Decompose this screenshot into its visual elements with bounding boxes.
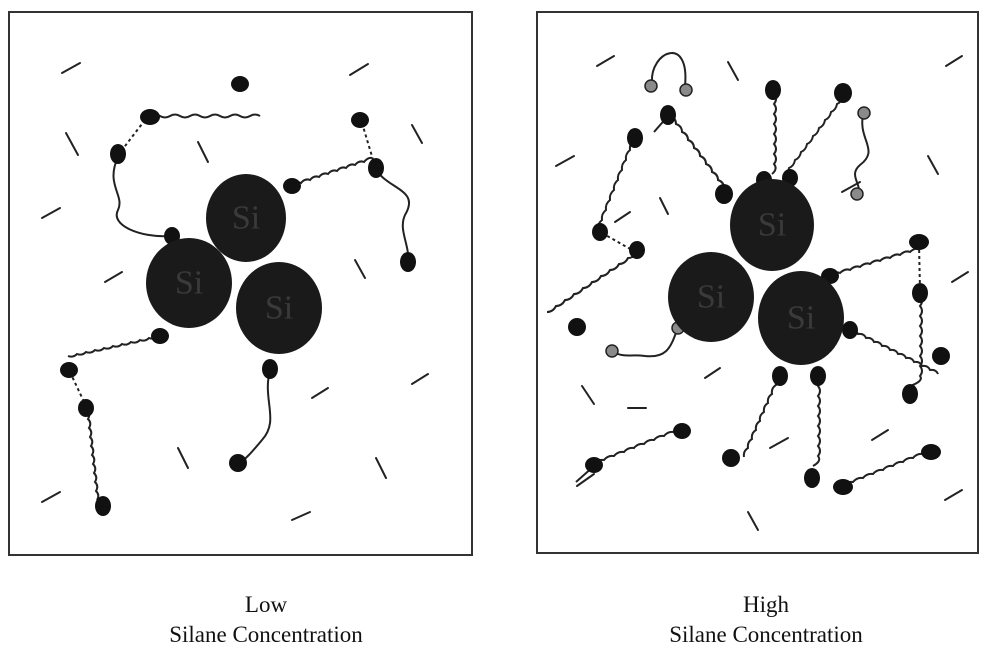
panel-high-frame bbox=[536, 11, 979, 554]
silica-particles: Si Si Si bbox=[146, 174, 322, 354]
silica-particle: Si bbox=[236, 262, 322, 354]
caption-low-line1: Low bbox=[244, 592, 288, 617]
silica-particle: Si bbox=[146, 238, 232, 328]
caption-high-line2: Silane Concentration bbox=[669, 622, 863, 647]
silane-chains bbox=[67, 113, 411, 501]
chain-heads bbox=[568, 80, 950, 495]
particle-label: Si bbox=[758, 207, 786, 244]
panel-high: Si Si Si bbox=[536, 11, 979, 554]
particle-label: Si bbox=[175, 265, 203, 302]
solvent-molecules bbox=[41, 62, 429, 521]
caption-low: Low Silane Concentration bbox=[116, 590, 416, 650]
particle-label: Si bbox=[787, 300, 815, 337]
panel-low: Si Si Si bbox=[8, 11, 473, 556]
particle-label: Si bbox=[265, 290, 293, 327]
silica-particle: Si bbox=[758, 271, 844, 365]
silica-particle: Si bbox=[730, 179, 814, 271]
particle-label: Si bbox=[232, 200, 260, 237]
silica-particles: Si Si Si bbox=[668, 179, 844, 365]
caption-high: High Silane Concentration bbox=[616, 590, 916, 650]
chain-heads bbox=[60, 76, 416, 516]
caption-low-line2: Silane Concentration bbox=[169, 622, 363, 647]
silica-particle: Si bbox=[668, 252, 754, 342]
panel-low-frame bbox=[8, 11, 473, 556]
particle-label: Si bbox=[697, 279, 725, 316]
silane-chains bbox=[546, 52, 939, 487]
silica-particle: Si bbox=[206, 174, 286, 262]
solvent-molecules bbox=[555, 55, 969, 531]
caption-high-line1: High bbox=[743, 592, 789, 617]
unbound-chain-heads bbox=[605, 79, 871, 358]
